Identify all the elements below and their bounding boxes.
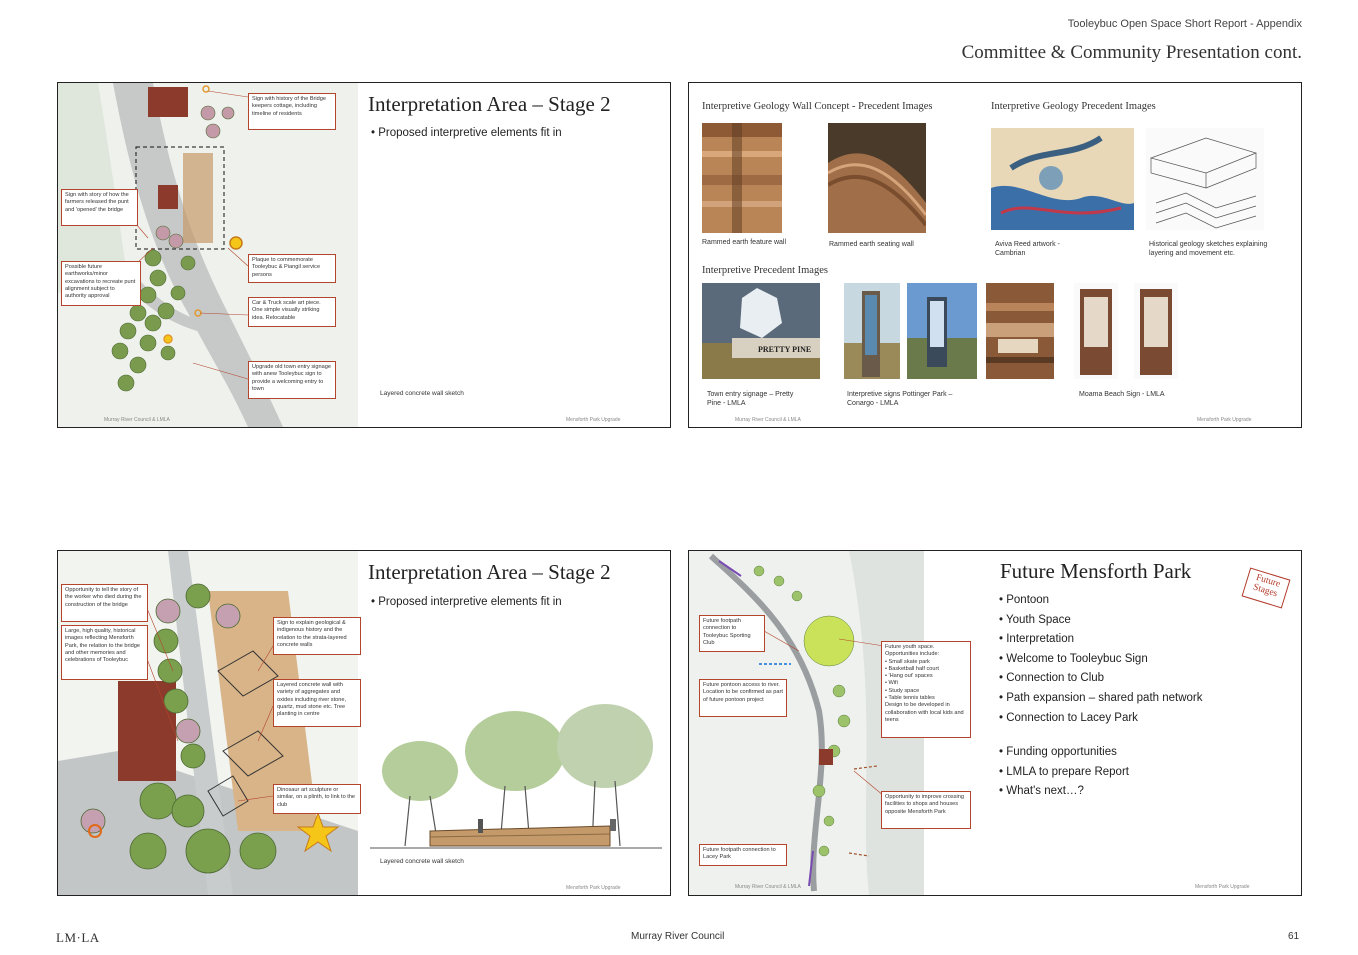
- callout-club-footpath: Future footpath connection to Tooleybuc …: [699, 615, 765, 652]
- callout-youth-space: Future youth space. Opportunities includ…: [881, 641, 971, 738]
- sketch-label: Layered concrete wall sketch: [380, 858, 464, 865]
- caption-rammed-seat: Rammed earth seating wall: [829, 241, 914, 248]
- slide-bullet: • Proposed interpretive elements fit in: [371, 127, 562, 139]
- callout-historical-images: Large, high quality, historical images r…: [61, 625, 148, 680]
- lmla-logo: LM·LA: [56, 930, 100, 945]
- list-item: • Connection to Club: [999, 672, 1105, 685]
- callout-lacey-footpath: Future footpath connection to Lacey Park: [699, 844, 787, 866]
- geology-wall-heading: Interpretive Geology Wall Concept - Prec…: [702, 101, 933, 112]
- slide-title: Interpretation Area – Stage 2: [368, 560, 611, 584]
- list-item-text: Pontoon: [1006, 594, 1050, 606]
- callout-crossing: Opportunity to improve crossing faciliti…: [881, 791, 971, 829]
- list-item-text: Welcome to Tooleybuc Sign: [1006, 652, 1148, 665]
- callout-geological-sign: Sign to explain geological & indigenous …: [273, 617, 361, 655]
- caption-pottinger: Interpretive signs Pottinger Park – Cona…: [847, 391, 953, 407]
- list-item-text: Connection to Lacey Park: [1006, 711, 1138, 724]
- list-item-text: Path expansion – shared path network: [1006, 691, 1203, 704]
- sign-text: PRETTY PINE: [758, 345, 811, 354]
- bullet-text: Proposed interpretive elements fit in: [378, 127, 562, 139]
- council-name: Murray River Council: [631, 931, 725, 942]
- layered-wall-sketch: [370, 704, 662, 849]
- section-title: Committee & Community Presentation cont.: [961, 42, 1302, 63]
- slide-interpretation-area-1: Sign with history of the Bridge keepers …: [57, 82, 671, 428]
- future-stages-stamp: Future Stages: [1241, 567, 1291, 609]
- slide-precedent-images: Interpretive Geology Wall Concept - Prec…: [688, 82, 1302, 428]
- callout-layered-wall: Layered concrete wall with variety of ag…: [273, 679, 361, 727]
- list-item-text: Connection to Club: [1006, 672, 1105, 685]
- bullet-text: Proposed interpretive elements fit in: [378, 596, 562, 608]
- report-title: Tooleybuc Open Space Short Report - Appe…: [1067, 18, 1302, 30]
- slide-title: Future Mensforth Park: [1000, 559, 1192, 583]
- callout-pontoon: Future pontoon access to river. Location…: [699, 679, 787, 717]
- callout-dinosaur: Dinosaur art sculpture or similar, on a …: [273, 784, 361, 814]
- footer-right: Mensforth Park Upgrade: [1195, 884, 1250, 890]
- slide-interpretation-area-2: Opportunity to tell the story of the wor…: [57, 550, 671, 896]
- aviva-reed-artwork: [991, 128, 1134, 230]
- list-item: • Path expansion – shared path network: [999, 691, 1203, 704]
- future-list: • Pontoon • Youth Space • Interpretation…: [999, 591, 1203, 728]
- callout-town-entry: Upgrade old town entry signage with anew…: [248, 361, 336, 399]
- list-item: • What's next…?: [999, 785, 1084, 798]
- list-item: • Funding opportunities: [999, 746, 1117, 758]
- footer-left: Murray River Council & LMLA: [735, 884, 801, 890]
- rammed-earth-wall-photo: [702, 123, 782, 233]
- caption-town-entry: Town entry signage – Pretty Pine - LMLA: [707, 391, 794, 407]
- slide-bullet: • Proposed interpretive elements fit in: [371, 596, 562, 608]
- footer-left: Murray River Council & LMLA: [735, 417, 801, 423]
- page-number: 61: [1288, 931, 1300, 942]
- list-item: • Youth Space: [999, 613, 1071, 626]
- geology-sketches: [1146, 128, 1264, 230]
- moama-sign-photo-2: [1134, 283, 1178, 379]
- slide-future-mensforth-park: Future footpath connection to Tooleybuc …: [688, 550, 1302, 896]
- footer-right: Mensforth Park Upgrade: [566, 417, 621, 423]
- list-item-text: Funding opportunities: [1006, 746, 1117, 758]
- interpretive-heading: Interpretive Precedent Images: [702, 265, 828, 276]
- callout-art-piece: Car & Truck scale art piece. One simple …: [248, 297, 336, 327]
- callout-farmers-punt: Sign with story of how the farmers relea…: [61, 189, 138, 226]
- moama-sign-photo-1: [1074, 283, 1118, 379]
- callout-bridge-keepers: Sign with history of the Bridge keepers …: [248, 93, 336, 130]
- list-item: • Welcome to Tooleybuc Sign: [999, 652, 1148, 665]
- list-item: • Interpretation: [999, 633, 1074, 646]
- pretty-pine-photo: PRETTY PINE: [702, 283, 820, 379]
- caption-rammed-wall: Rammed earth feature wall: [702, 239, 787, 246]
- caption-moama: Moama Beach Sign - LMLA: [1079, 391, 1165, 398]
- list-item-text: What's next…?: [1006, 785, 1084, 798]
- callout-plaque: Plaque to commemorate Tooleybuc & Piangi…: [248, 254, 336, 283]
- list-item-text: LMLA to prepare Report: [1006, 765, 1129, 778]
- list-item: • Pontoon: [999, 594, 1050, 606]
- rammed-earth-seat-photo: [828, 123, 926, 233]
- pottinger-sign-photo-1: [844, 283, 900, 379]
- footer-right: Mensforth Park Upgrade: [566, 885, 621, 891]
- list-item-text: Youth Space: [1006, 613, 1071, 626]
- list-item-text: Interpretation: [1006, 633, 1074, 646]
- layered-wall-photo: [986, 283, 1054, 379]
- next-steps-list: • Funding opportunities • LMLA to prepar…: [999, 743, 1129, 802]
- caption-geology-sketches: Historical geology sketches explaining l…: [1149, 241, 1268, 257]
- footer-right: Mensforth Park Upgrade: [1197, 417, 1252, 423]
- slide-title: Interpretation Area – Stage 2: [368, 92, 611, 116]
- sketch-label: Layered concrete wall sketch: [380, 390, 464, 397]
- list-item: • LMLA to prepare Report: [999, 765, 1129, 778]
- footer-left: Murray River Council & LMLA: [104, 417, 170, 423]
- callout-worker-story: Opportunity to tell the story of the wor…: [61, 584, 148, 622]
- geology-heading: Interpretive Geology Precedent Images: [991, 101, 1156, 112]
- pottinger-sign-photo-2: [907, 283, 977, 379]
- list-item: • Connection to Lacey Park: [999, 711, 1138, 724]
- caption-aviva: Aviva Reed artwork - Cambrian: [995, 241, 1060, 257]
- callout-future-earthworks: Possible future earthworks/minor excavat…: [61, 261, 141, 306]
